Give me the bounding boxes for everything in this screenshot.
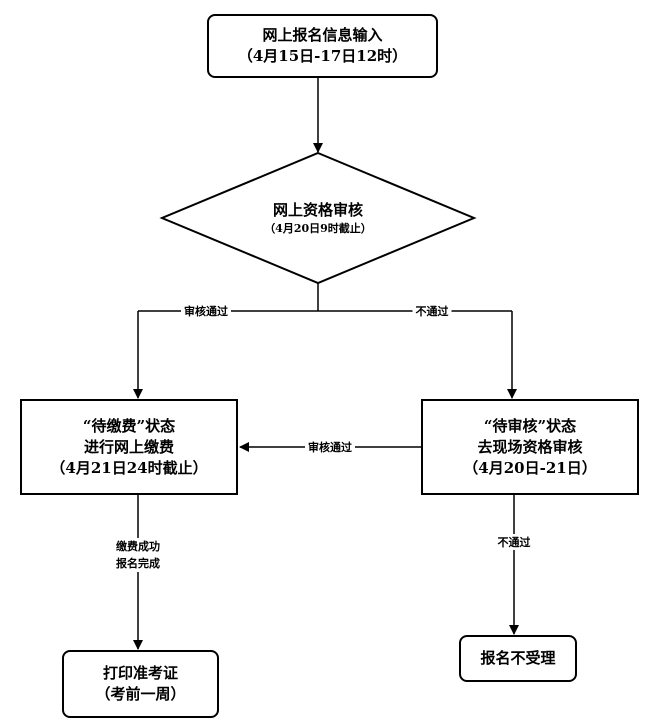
edge-label-onsite-failed: 不通过 [494,534,534,550]
node-pending-payment-action: 进行网上缴费 [83,437,174,456]
node-online-entry-title: 网上报名信息输入 [262,26,383,44]
edge-label-review-passed: 审核通过 [181,303,231,319]
node-online-entry-date: （4月15日-17日12时） [237,47,408,65]
node-pending-review: “待审核”状态 去现场资格审核 （4月20日-21日） [421,399,639,495]
node-print-ticket-date: （考前一周） [95,685,186,703]
node-pending-review-action: 去现场资格审核 [477,437,583,456]
edge-label-payment-done-line2: 报名完成 [116,557,160,570]
edge-label-payment-done: 缴费成功 报名完成 [116,538,160,572]
node-rejected-title: 报名不受理 [480,649,556,667]
node-online-review-date: （4月20日9时截止） [264,221,372,235]
node-online-review-title: 网上资格审核 [272,200,363,219]
edge-label-review-failed: 不通过 [412,303,452,319]
node-print-ticket: 打印准考证 （考前一周） [62,650,219,718]
edge-label-payment-done-line1: 缴费成功 [116,540,160,553]
edge-label-onsite-passed: 审核通过 [305,439,355,455]
node-pending-review-status: “待审核”状态 [483,416,577,435]
node-pending-review-date: （4月20日-21日） [463,458,597,477]
node-rejected: 报名不受理 [459,635,577,682]
node-pending-payment: “待缴费”状态 进行网上缴费 （4月21日24时截止） [20,399,238,495]
node-online-review: 网上资格审核 （4月20日9时截止） [218,190,418,246]
node-pending-payment-status: “待缴费”状态 [82,416,176,435]
node-print-ticket-title: 打印准考证 [102,664,178,682]
node-pending-payment-date: （4月21日24时截止） [50,458,208,477]
node-online-entry: 网上报名信息输入 （4月15日-17日12时） [207,14,438,78]
